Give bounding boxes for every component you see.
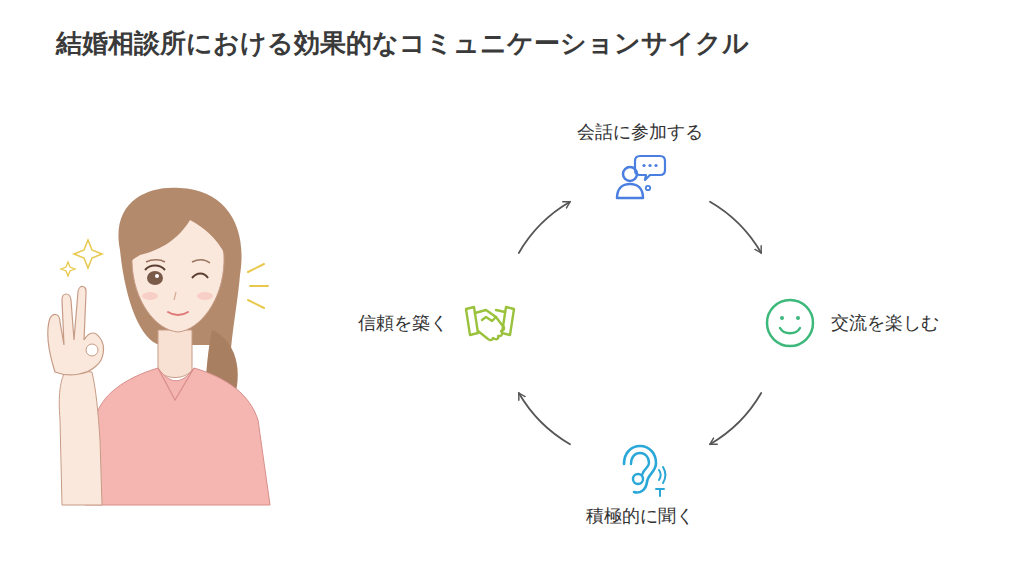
cycle-step: 会話に参加する (577, 120, 703, 206)
step-label: 信頼を築く (358, 311, 448, 335)
cycle-step: 信頼を築く (358, 295, 518, 351)
cycle-step: 積極的に聞く (586, 442, 694, 528)
handshake-icon (462, 295, 518, 351)
step-label: 交流を楽しむ (831, 311, 939, 335)
step-label: 会話に参加する (577, 120, 703, 144)
smile-icon (763, 296, 817, 350)
diagram-title: 結婚相談所における効果的なコミュニケーションサイクル (56, 26, 749, 61)
conversation-icon (612, 150, 668, 206)
cycle-arrow (710, 393, 761, 444)
cycle-arrow (710, 202, 761, 253)
step-label: 積極的に聞く (586, 504, 694, 528)
cycle-arrow (519, 202, 570, 253)
cycle-arrow (519, 393, 570, 444)
cycle-step: 交流を楽しむ (763, 296, 939, 350)
ear-icon (612, 442, 668, 498)
